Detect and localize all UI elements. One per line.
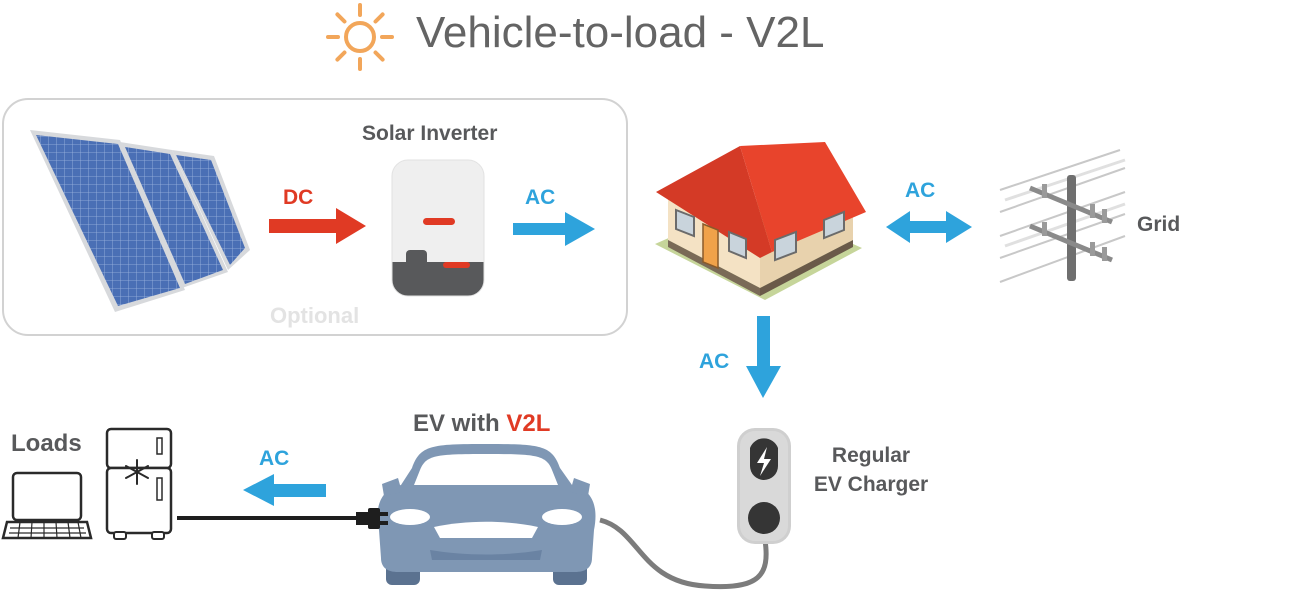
charger-label: Regular EV Charger <box>798 441 944 499</box>
ac-arrow-house-charger <box>746 316 781 398</box>
charger-label-line2: EV Charger <box>813 473 929 496</box>
solar-inverter-label: Solar Inverter <box>362 122 498 145</box>
optional-group-box <box>2 98 628 336</box>
ev-label-highlight: V2L <box>506 410 551 437</box>
ac-arrow-house-grid <box>886 211 972 243</box>
ac-arrow-inverter-house <box>513 212 595 246</box>
charger-label-line1: Regular <box>831 444 911 467</box>
ev-label-prefix: EV with <box>413 410 507 437</box>
dc-label: DC <box>283 186 314 209</box>
ac-label-house-grid: AC <box>905 179 936 202</box>
grid-label: Grid <box>1137 213 1181 236</box>
ac-label-car-loads: AC <box>259 447 290 470</box>
optional-label: Optional <box>270 303 360 328</box>
loads-label: Loads <box>11 430 82 457</box>
ac-arrow-car-loads <box>243 474 326 506</box>
dc-arrow <box>269 208 366 244</box>
page-title: Vehicle-to-load - V2L <box>416 8 825 57</box>
ac-label-inverter-house: AC <box>525 186 556 209</box>
ev-label: EV with V2L <box>413 410 550 438</box>
ac-label-house-charger: AC <box>699 350 730 373</box>
